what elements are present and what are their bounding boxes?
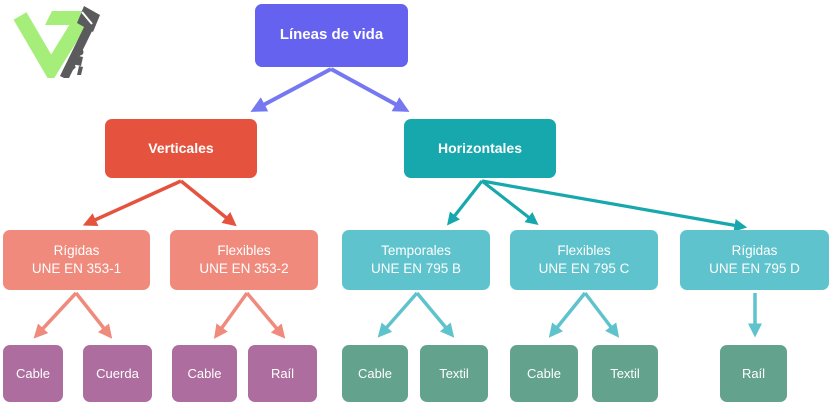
node-flexibles-une-en-795-c: Flexibles UNE EN 795 C <box>510 230 658 290</box>
node-horizontales: Horizontales <box>404 119 556 178</box>
node-sublabel: UNE EN 353-1 <box>31 261 122 276</box>
node-sublabel: UNE EN 795 D <box>709 261 800 276</box>
node-label: Rígidas <box>53 242 100 258</box>
node-sublabel: UNE EN 795 B <box>370 261 462 276</box>
node-label: Flexibles <box>557 242 611 258</box>
node-rigidas-une-en-795-d: Rígidas UNE EN 795 D <box>680 230 829 290</box>
node-rail-horizontales: Raíl <box>720 345 787 402</box>
node-textil-flexibles-horizontales: Textil <box>592 345 658 402</box>
node-cable-rigidas-verticales: Cable <box>3 345 63 402</box>
node-sublabel: UNE EN 795 C <box>538 261 630 276</box>
logo <box>13 6 100 78</box>
node-rigidas-une-en-353-1: Rígidas UNE EN 353-1 <box>3 230 150 290</box>
node-sublabel: UNE EN 353-2 <box>199 261 289 276</box>
node-cuerda: Cuerda <box>83 345 152 402</box>
node-label: Flexibles <box>217 242 271 258</box>
node-textil-temporales: Textil <box>420 345 488 402</box>
node-label: Temporales <box>381 242 451 258</box>
node-cable-flexibles-horizontales: Cable <box>510 345 578 402</box>
node-rail-verticales: Raíl <box>248 345 317 402</box>
node-flexibles-une-en-353-2: Flexibles UNE EN 353-2 <box>170 230 318 290</box>
node-label: Rígidas <box>731 242 778 258</box>
node-cable-temporales: Cable <box>342 345 408 402</box>
node-cable-flexibles-verticales: Cable <box>172 345 237 402</box>
climber-icon <box>66 48 84 75</box>
node-lineas-de-vida: Líneas de vida <box>255 4 408 67</box>
node-verticales: Verticales <box>105 119 257 178</box>
node-temporales-une-en-795-b: Temporales UNE EN 795 B <box>342 230 490 290</box>
